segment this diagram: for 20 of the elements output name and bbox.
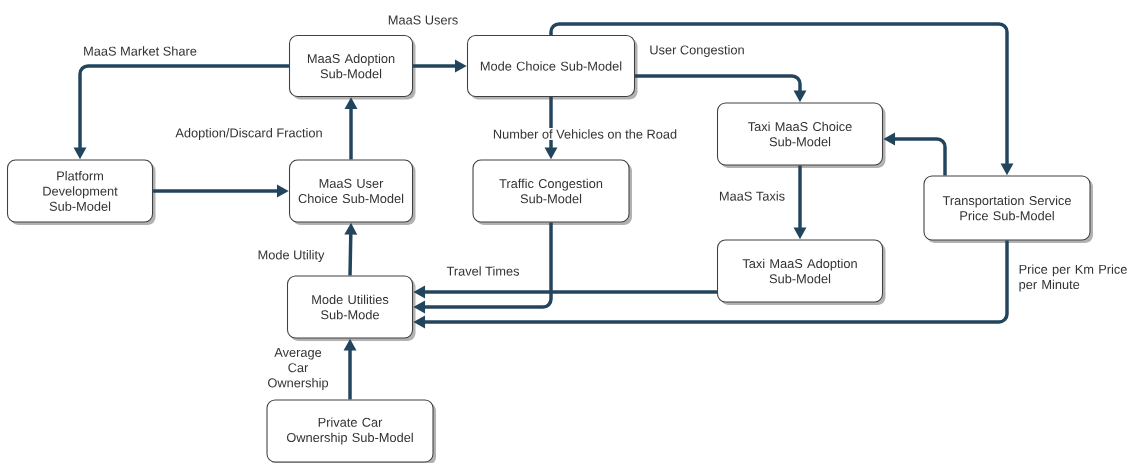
edge-label: User Congestion bbox=[648, 43, 746, 59]
edge-label: Price per Km Price per Minute bbox=[1017, 263, 1130, 293]
edge-label: Mode Utility bbox=[256, 248, 326, 264]
process-box: Taxi MaaS Adoption Sub-Model bbox=[716, 239, 886, 305]
process-box: Private Car Ownership Sub-Model bbox=[266, 399, 436, 463]
process-box: Mode Utilities Sub-Mode bbox=[286, 275, 416, 341]
edge-label: Adoption/Discard Fraction bbox=[174, 126, 324, 142]
process-box: MaaS Adoption Sub-Model bbox=[288, 34, 416, 100]
edge-label: MaaS Users bbox=[386, 14, 460, 26]
process-box: MaaS User Choice Sub-Model bbox=[288, 159, 416, 225]
edge-label: Number of Vehicles on the Road bbox=[491, 127, 679, 141]
edge-label: MaaS Taxis bbox=[717, 189, 787, 203]
edge-label: Travel Times bbox=[445, 264, 521, 278]
process-box: Traffic Congestion Sub-Model bbox=[472, 159, 632, 225]
process-box: Platform Development Sub-Model bbox=[7, 159, 156, 225]
process-box: Taxi MaaS Choice Sub-Model bbox=[716, 102, 886, 168]
process-box: Mode Choice Sub-Model bbox=[466, 34, 638, 100]
edge-label: MaaS Market Share bbox=[81, 44, 199, 58]
edge-label: Average Car Ownership bbox=[263, 346, 333, 392]
process-box: Transportation Service Price Sub-Model bbox=[923, 175, 1093, 243]
